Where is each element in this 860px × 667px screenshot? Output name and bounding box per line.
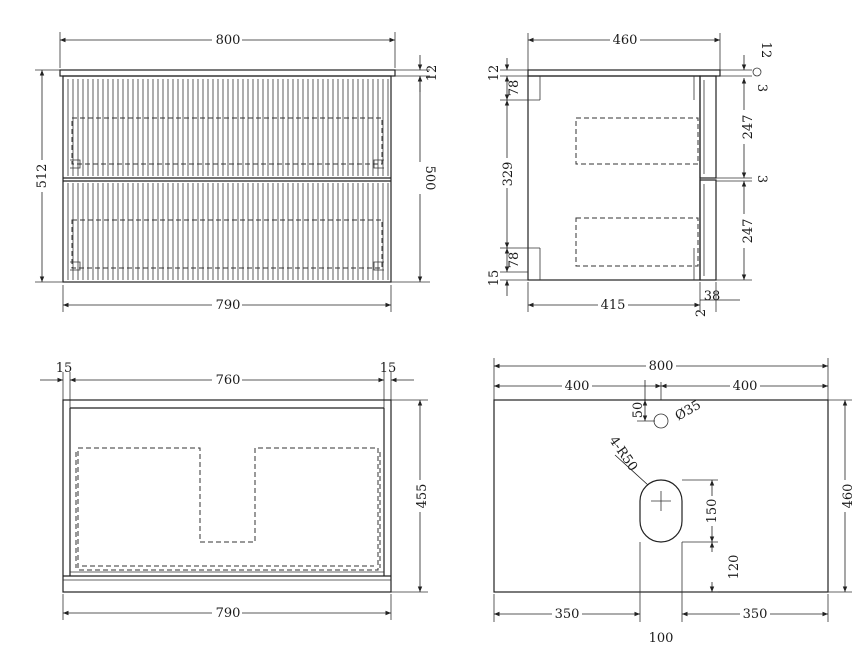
front-top-width: 800 xyxy=(216,33,241,48)
side-base: 15 xyxy=(487,270,502,287)
tap-hole xyxy=(653,413,669,429)
side-drawer-height-1: 247 xyxy=(741,115,756,140)
basin-corner-radius: 4-R50 xyxy=(606,434,641,475)
front-total-height: 512 xyxy=(35,164,50,189)
rear-inner-width: 760 xyxy=(216,373,241,388)
front-bottom-width: 790 xyxy=(216,298,241,313)
side-upper-front: 78 xyxy=(507,80,522,97)
side-top-thickness: 12 xyxy=(758,42,773,59)
front-view: 800 512 12 500 xyxy=(30,32,440,313)
rear-left-margin: 15 xyxy=(56,361,73,376)
side-lower-front: 78 xyxy=(507,252,522,269)
rear-bottom-width: 790 xyxy=(216,606,241,621)
side-depth: 460 xyxy=(613,33,638,48)
basin-right-half: 400 xyxy=(733,379,758,394)
basin-depth: 460 xyxy=(841,484,856,509)
upper-drawer-fluting xyxy=(67,79,389,176)
basin-bowl-width: 100 xyxy=(649,631,674,646)
side-drawer-height-2: 247 xyxy=(741,219,756,244)
front-body-height: 500 xyxy=(422,166,437,191)
basin-left-half: 400 xyxy=(565,379,590,394)
basin-width: 800 xyxy=(649,359,674,374)
side-view: 460 12 78 329 78 15 xyxy=(487,32,773,317)
basin-bowl-height: 150 xyxy=(705,499,720,524)
rear-view: 15 760 15 455 790 xyxy=(40,361,432,621)
side-drawer-front: 38 xyxy=(704,289,721,304)
basin-front-offset: 120 xyxy=(727,555,742,580)
basin-left-offset: 350 xyxy=(555,607,580,622)
basin-top-view: 800 400 400 50 Ø35 4-R50 150 120 xyxy=(493,358,858,646)
rear-right-margin: 15 xyxy=(380,361,397,376)
side-mid-gap: 3 xyxy=(754,175,769,183)
side-body-depth: 415 xyxy=(601,298,626,313)
basin-tap-hole: Ø35 xyxy=(673,398,704,425)
side-top-offset: 12 xyxy=(487,65,502,82)
lower-drawer-fluting xyxy=(67,183,389,280)
side-top-gap: 3 xyxy=(754,84,769,92)
basin-right-offset: 350 xyxy=(743,607,768,622)
rear-height: 455 xyxy=(415,484,430,509)
basin-tap-offset: 50 xyxy=(631,402,646,419)
side-gap-small: 2 xyxy=(694,309,709,317)
front-top-thickness: 12 xyxy=(425,65,440,82)
basin-bowl xyxy=(639,479,683,543)
side-interior: 329 xyxy=(501,162,516,187)
